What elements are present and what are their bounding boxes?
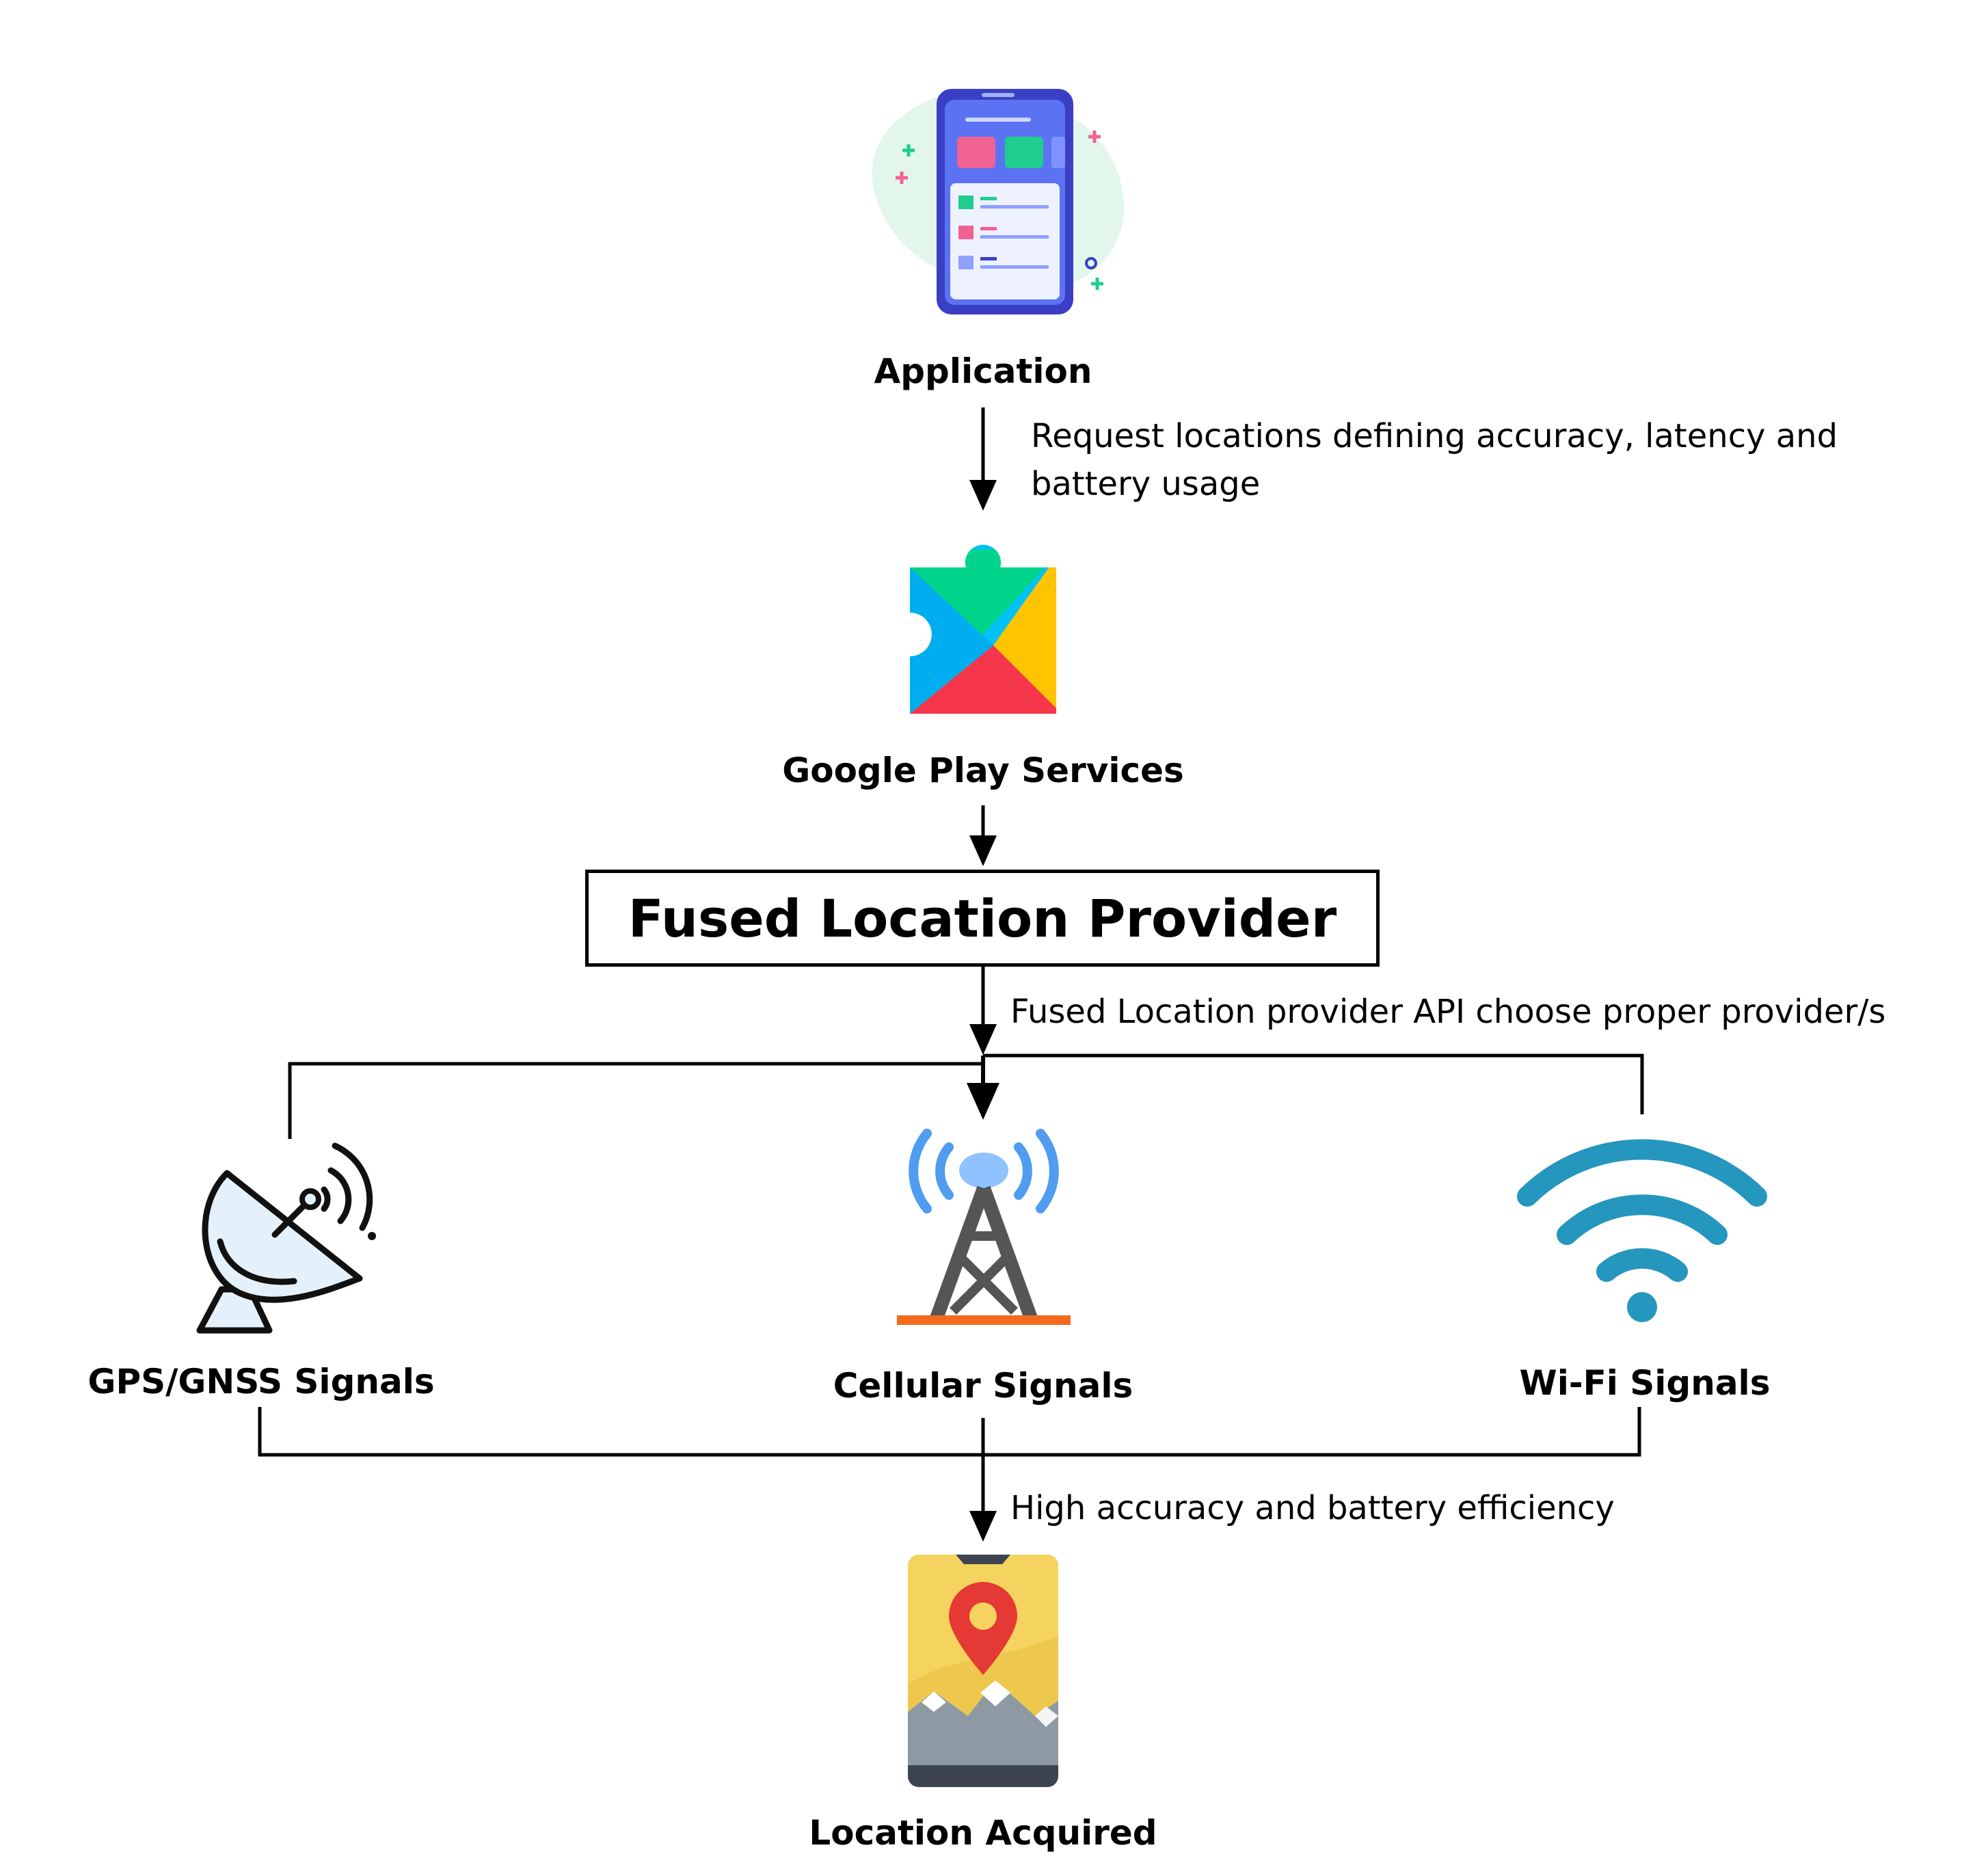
cell-tower-icon	[897, 1129, 1071, 1325]
result-annotation: High accuracy and battery efficiency	[1010, 1489, 1615, 1527]
application-label: Application	[874, 351, 1092, 391]
merge-line	[258, 1407, 1641, 1457]
line-to-gps	[288, 1062, 983, 1139]
request-annotation-line-2: battery usage	[1031, 464, 1261, 503]
fused-location-provider-box: Fused Location Provider	[585, 870, 1380, 967]
google-play-services-label: Google Play Services	[782, 751, 1184, 790]
request-annotation-line-1: Request locations defining accuracy, lat…	[1031, 417, 1838, 455]
smartphone-app-icon	[872, 89, 1125, 314]
request-annotation: Request locations defining accuracy, lat…	[1031, 413, 1838, 508]
fused-location-provider-title: Fused Location Provider	[628, 887, 1337, 949]
wifi-label: Wi-Fi Signals	[1519, 1363, 1771, 1403]
gps-gnss-label: GPS/GNSS Signals	[88, 1362, 435, 1401]
map-location-phone-icon	[908, 1555, 1058, 1787]
google-play-services-icon	[910, 544, 1056, 714]
satellite-dish-icon	[196, 1142, 376, 1334]
api-annotation: Fused Location provider API choose prope…	[1010, 993, 1886, 1031]
location-acquired-label: Location Acquired	[809, 1813, 1157, 1853]
line-to-wifi	[983, 1054, 1644, 1114]
wifi-icon	[1517, 1139, 1767, 1322]
cellular-label: Cellular Signals	[833, 1366, 1133, 1406]
